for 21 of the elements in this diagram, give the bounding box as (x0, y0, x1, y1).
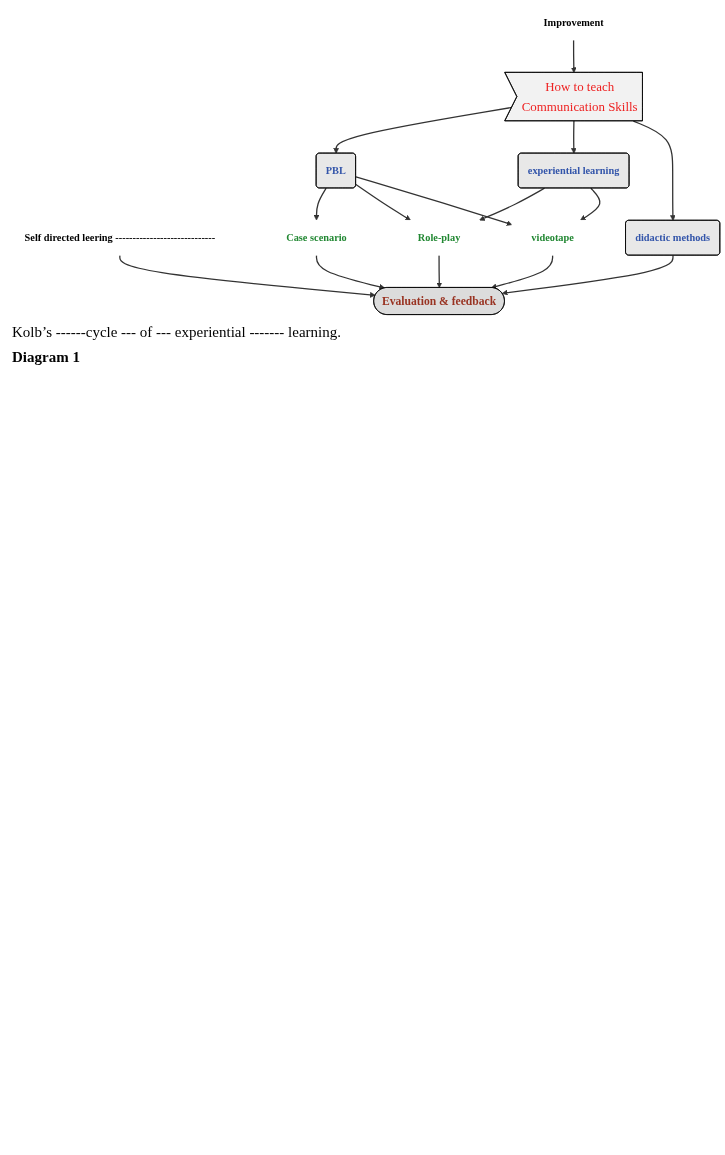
arrow (571, 120, 577, 154)
arrow (315, 254, 385, 290)
arrow (479, 187, 546, 221)
node-text: Role-play (417, 231, 461, 243)
arrow (333, 106, 513, 154)
arrow (355, 176, 513, 226)
arrow (119, 254, 376, 298)
note-text: Kolb’s ------cycle --- of --- experiential ------- learning. (11, 322, 342, 342)
diagram-caption: Diagram 1 (11, 347, 81, 367)
arrow (632, 120, 676, 221)
node-text: Case scenario (286, 231, 347, 243)
node-text: Improvement (543, 16, 604, 28)
arrow (355, 183, 411, 221)
arrow (580, 187, 601, 221)
arrow (571, 39, 577, 73)
node-text: videotape (531, 231, 574, 243)
arrow (436, 254, 443, 288)
arrow (490, 254, 554, 290)
arrow (501, 254, 674, 296)
node-text: Self directed leering ----------------------------- (24, 231, 216, 243)
arrow (313, 187, 327, 221)
